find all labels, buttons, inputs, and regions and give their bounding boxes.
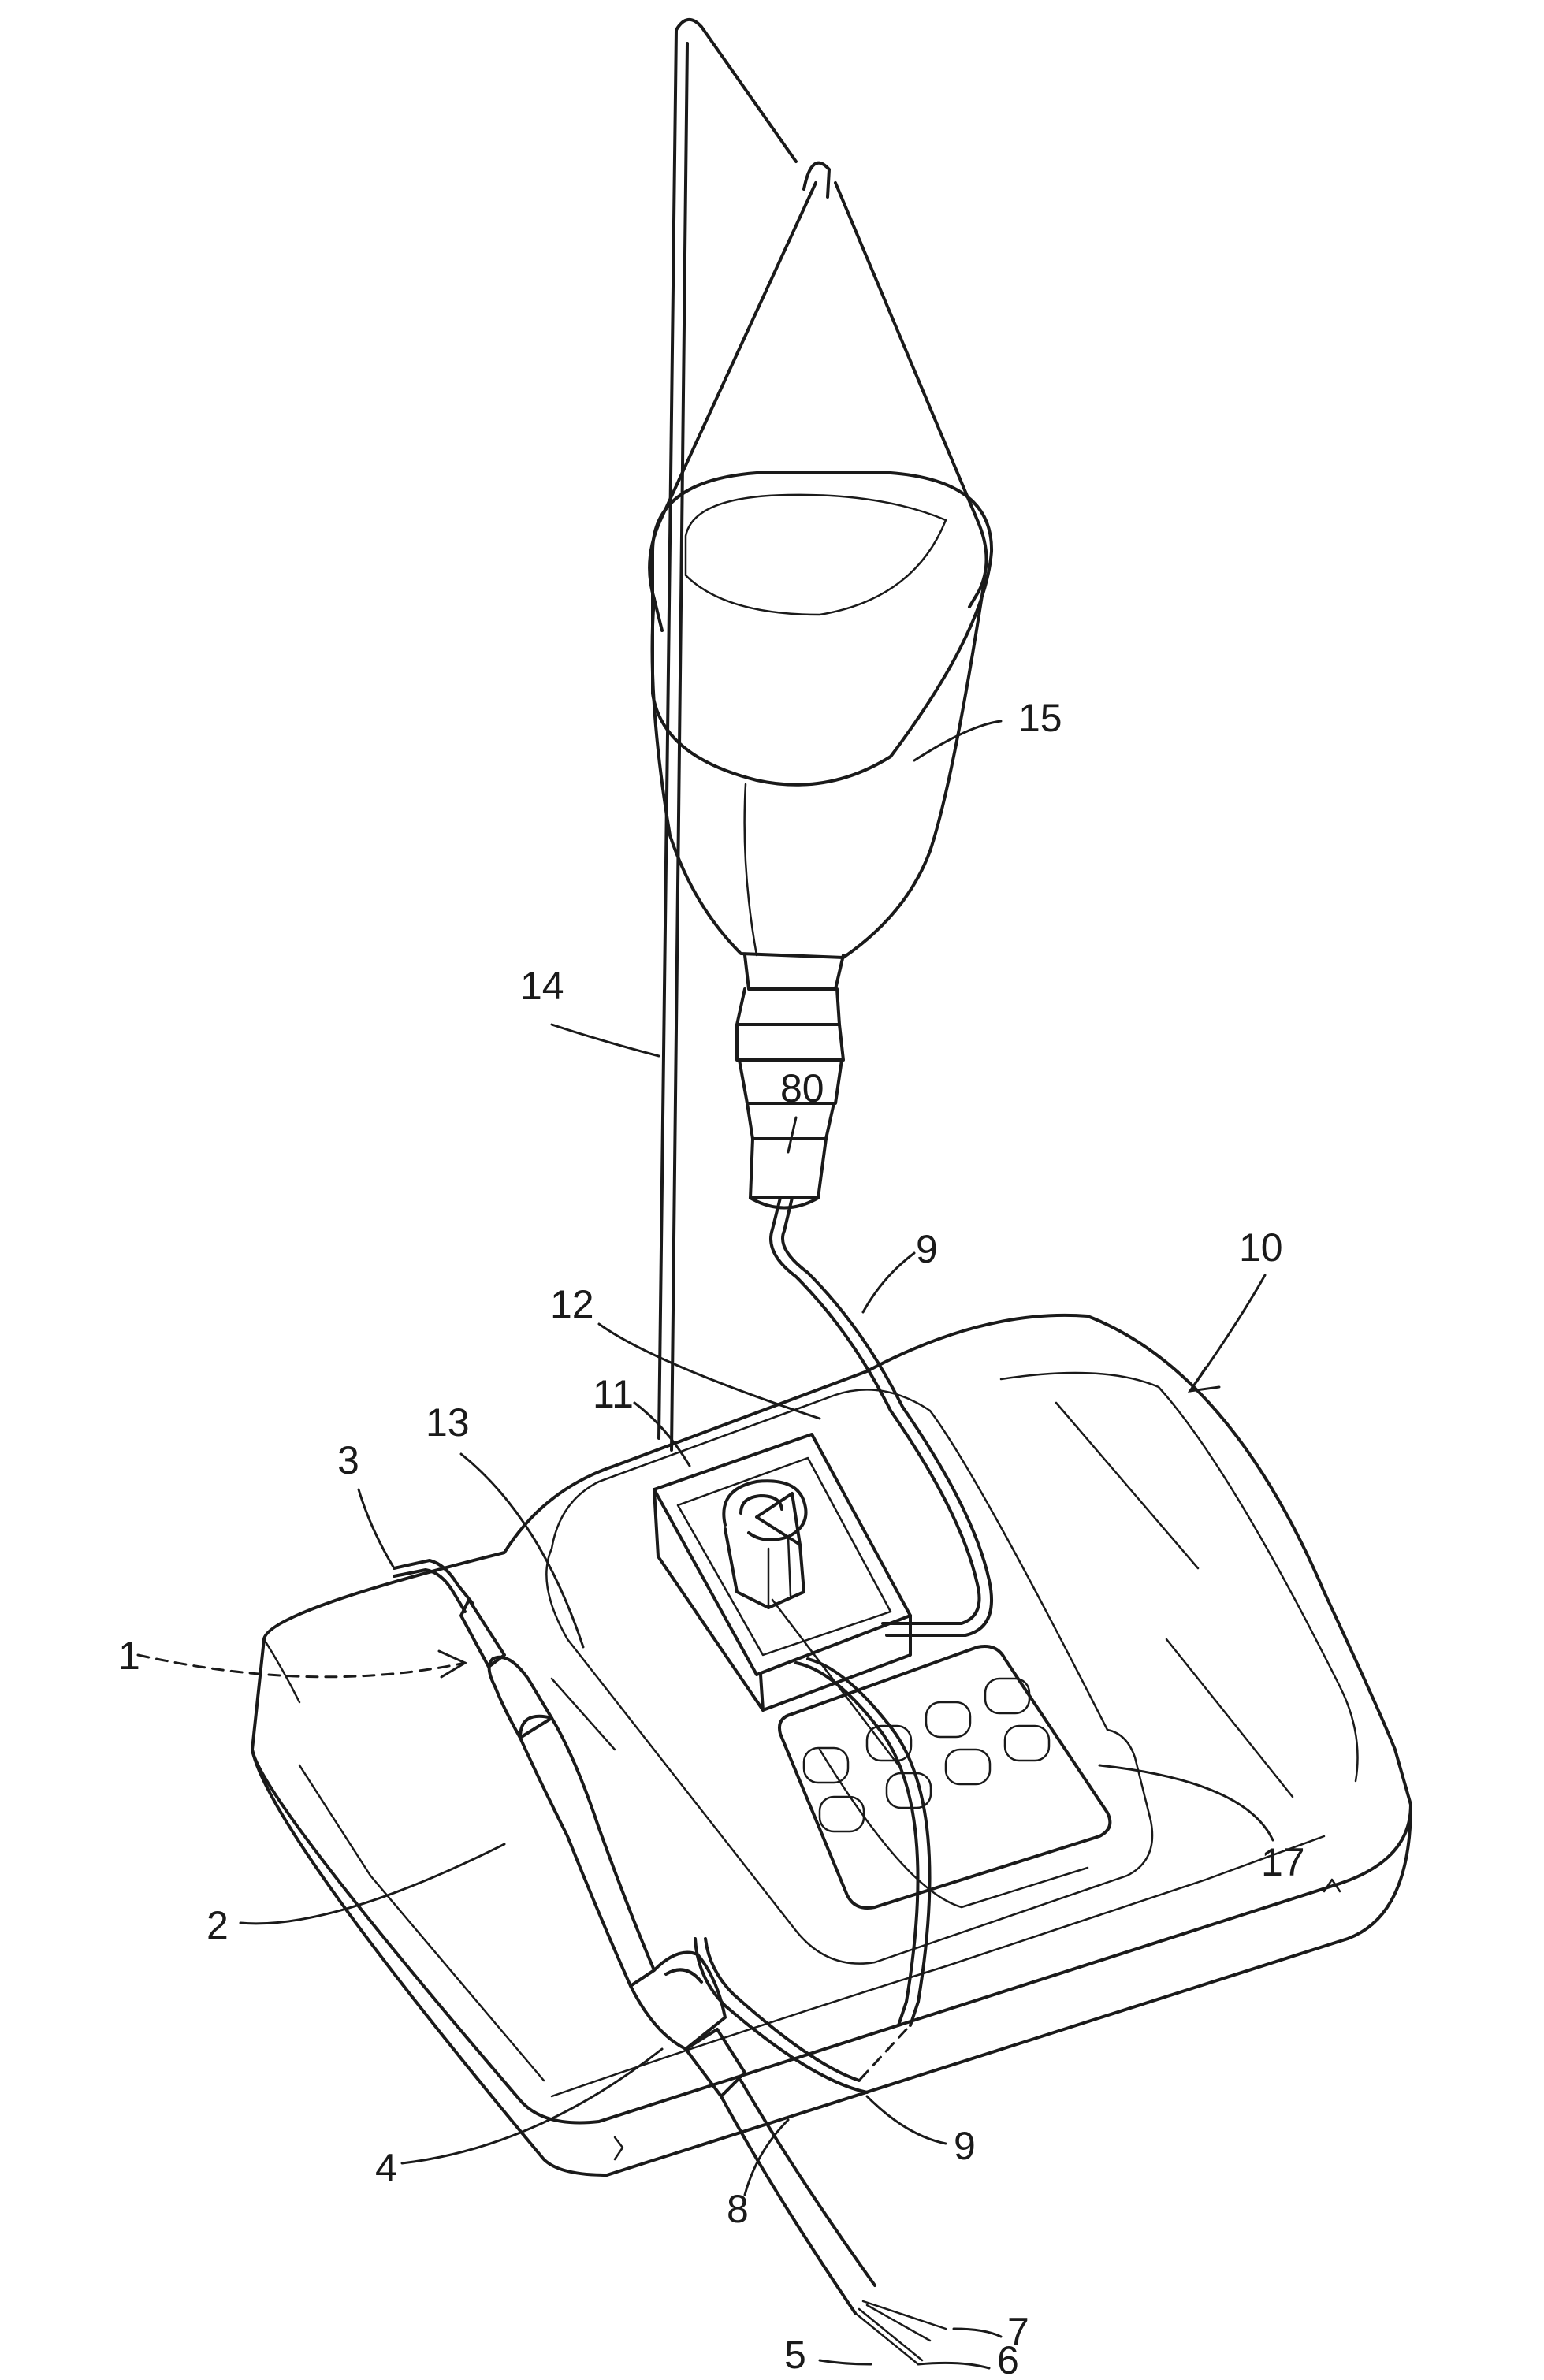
label-12: 12 — [550, 1282, 594, 1326]
label-8: 8 — [727, 2187, 749, 2231]
label-15: 15 — [1018, 696, 1062, 740]
label-11: 11 — [593, 1372, 634, 1416]
keypad-button — [804, 1748, 848, 1783]
keypad-button — [926, 1702, 970, 1737]
label-80: 80 — [780, 1066, 824, 1110]
cartridge — [654, 1434, 910, 1710]
label-1: 1 — [118, 1634, 140, 1678]
pump — [724, 1481, 805, 1608]
leader-lines — [138, 721, 1273, 2368]
label-9-upper: 9 — [916, 1227, 938, 1271]
label-3: 3 — [337, 1438, 359, 1482]
cable — [721, 2081, 946, 2364]
keypad-button — [946, 1750, 990, 1784]
label-17: 17 — [1261, 1840, 1305, 1884]
label-2: 2 — [206, 1903, 229, 1947]
label-5: 5 — [784, 2333, 806, 2377]
label-4: 4 — [375, 2146, 397, 2190]
keypad-button — [820, 1797, 864, 1831]
stand-rod — [659, 20, 796, 1450]
keypad-button — [1005, 1726, 1049, 1761]
label-10: 10 — [1239, 1225, 1283, 1270]
fluid-bag — [649, 163, 992, 958]
label-14: 14 — [520, 964, 564, 1008]
label-13: 13 — [426, 1400, 470, 1445]
label-6: 6 — [997, 2338, 1019, 2380]
label-9-lower: 9 — [954, 2124, 976, 2168]
